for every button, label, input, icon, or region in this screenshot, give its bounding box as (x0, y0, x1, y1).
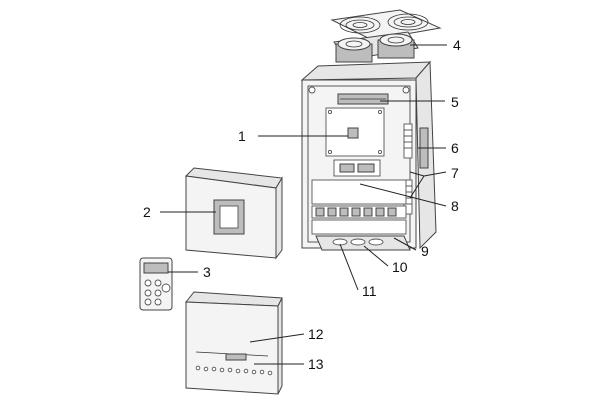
terminal-block (311, 179, 407, 235)
callout-4: 4 (453, 37, 461, 53)
callout-6: 6 (451, 140, 459, 156)
fan-grille (330, 9, 442, 41)
leader-lines (160, 44, 447, 365)
callouts: 1 2 3 4 5 6 7 8 9 10 11 12 13 (143, 37, 461, 372)
callout-12: 12 (308, 326, 324, 342)
callout-1: 1 (238, 128, 246, 144)
callout-3: 3 (203, 264, 211, 280)
callout-10: 10 (392, 259, 408, 275)
callout-11: 11 (362, 283, 377, 299)
interface-board (333, 159, 381, 177)
control-board (325, 107, 385, 157)
upper-cover (184, 167, 283, 260)
callout-7: 7 (451, 165, 459, 181)
cooling-fans (333, 31, 419, 63)
callout-9: 9 (421, 243, 429, 259)
cable-gland-plate (315, 235, 411, 251)
callout-13: 13 (308, 356, 324, 372)
callout-5: 5 (451, 94, 459, 110)
top-bracket (337, 93, 389, 105)
cover-holes (195, 365, 273, 376)
lower-cover (184, 291, 283, 395)
callout-2: 2 (143, 204, 151, 220)
keypad (139, 257, 173, 311)
callout-8: 8 (451, 198, 459, 214)
